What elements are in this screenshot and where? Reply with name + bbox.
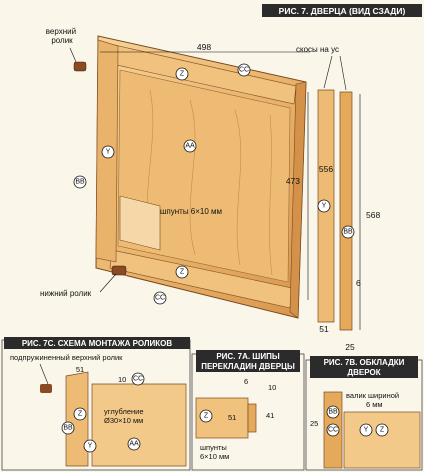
dim-cover-width: 25 xyxy=(345,342,355,352)
fig-c-caption: РИС. 7С. СХЕМА МОНТАЖА РОЛИКОВ xyxy=(22,339,173,348)
marker-z-top xyxy=(175,67,189,81)
fig-a-tenons-1: шпунты xyxy=(200,443,227,452)
svg-text:BB: BB xyxy=(63,425,73,432)
part-markers-main: Z CC AA Y BB Z CC Y BB xyxy=(73,63,355,305)
svg-text:Y: Y xyxy=(322,203,327,210)
fig-c-marker-bb xyxy=(61,421,75,435)
fig-a-d41: 41 xyxy=(266,411,274,420)
fig-c: РИС. 7С. СХЕМА МОНТАЖА РОЛИКОВ подпружин… xyxy=(1,337,191,471)
svg-text:CC: CC xyxy=(155,295,165,302)
marker-y-left xyxy=(101,145,115,159)
fig-a-caption-2: ПЕРЕКЛАДИН ДВЕРЦЫ xyxy=(201,362,295,371)
fig-c-d10: 10 xyxy=(118,375,126,384)
dim-height-frame: 473 xyxy=(286,176,300,186)
bottom-roller-label: нижний ролик xyxy=(40,289,92,298)
fig-a-marker-z xyxy=(199,409,213,423)
fig-a-d51: 51 xyxy=(228,413,236,422)
svg-text:Z: Z xyxy=(78,411,83,418)
svg-text:Z: Z xyxy=(180,269,185,276)
fig-b-marker-cc xyxy=(326,423,340,437)
right-edge xyxy=(289,81,307,319)
fig-b-caption-2: ДВЕРОК xyxy=(347,368,380,377)
fig-b-marker-z xyxy=(375,423,389,437)
svg-text:CC: CC xyxy=(239,67,249,74)
door-panel xyxy=(95,35,307,319)
fig-c-roller-icon xyxy=(40,384,52,393)
svg-text:Z: Z xyxy=(380,427,385,434)
dim-cover-length: 568 xyxy=(366,210,380,220)
fig-b: РИС. 7В. ОБКЛАДКИ ДВЕРОК валик шириной 6… xyxy=(305,356,423,471)
center-panel xyxy=(117,69,291,283)
fig-b-caption-1: РИС. 7В. ОБКЛАДКИ xyxy=(324,358,405,367)
fig-c-caption-bg xyxy=(4,337,190,349)
tenon-corner xyxy=(119,195,161,251)
bottom-roller-icon xyxy=(111,265,127,276)
svg-text:CC: CC xyxy=(328,427,338,434)
groove-label-2: Ø30×10 мм xyxy=(104,416,143,425)
fig-b-marker-y xyxy=(359,423,373,437)
svg-text:Y: Y xyxy=(106,149,111,156)
fig-a-caption-1: РИС. 7А. ШИПЫ xyxy=(216,352,280,361)
fig-b-panel xyxy=(343,411,421,469)
fig-c-marker-cc xyxy=(131,372,145,386)
dim-thickness: 6 xyxy=(356,278,361,288)
fig-b-caption-bg xyxy=(310,356,418,378)
fig-c-marker-y xyxy=(83,439,97,453)
fig-c-marker-z xyxy=(73,407,87,421)
groove-label-1: углубление xyxy=(104,407,144,416)
main-caption-bg xyxy=(262,4,422,17)
fig-b-marker-bb xyxy=(326,405,340,419)
fig-c-marker-aa xyxy=(127,437,141,451)
cover-strip xyxy=(339,91,353,331)
fig-a: РИС. 7А. ШИПЫ ПЕРЕКЛАДИН ДВЕРЦЫ 6 10 41 … xyxy=(191,350,305,471)
fig-c-rail xyxy=(91,383,187,467)
marker-cc-top xyxy=(237,63,251,77)
svg-text:CC: CC xyxy=(133,376,143,383)
spring-roller-label: подпружиненный верхний ролик xyxy=(10,353,123,362)
svg-text:BB: BB xyxy=(75,179,85,186)
dim-stile-length: 556 xyxy=(319,164,333,174)
marker-bb-side xyxy=(341,225,355,239)
side-parts xyxy=(317,89,353,331)
marker-z-bottom xyxy=(175,265,189,279)
marker-cc-bottom xyxy=(153,291,167,305)
fig-b-roller-2: 6 мм xyxy=(366,400,383,409)
fig-a-caption-bg xyxy=(196,350,300,372)
svg-text:Z: Z xyxy=(180,71,185,78)
marker-bb-left xyxy=(73,175,87,189)
main-caption: РИС. 7. ДВЕРЦА (ВИД СЗАДИ) xyxy=(279,6,406,16)
fig-a-tenons-2: 6×10 мм xyxy=(200,452,229,461)
dim-stile-width: 51 xyxy=(319,324,329,334)
fig-b-roller-1: валик шириной xyxy=(346,391,399,400)
svg-text:AA: AA xyxy=(129,441,139,448)
marker-y-side xyxy=(317,199,331,213)
top-roller-group: верхний ролик xyxy=(46,27,87,72)
svg-text:Y: Y xyxy=(88,443,93,450)
fig-c-d51: 51 xyxy=(76,365,84,374)
fig-a-tenon xyxy=(247,403,257,433)
top-roller-label: верхний ролик xyxy=(46,27,79,45)
fig-a-d10: 10 xyxy=(268,383,276,392)
dim-width: 498 xyxy=(197,42,211,52)
bottom-roller-group: нижний ролик xyxy=(40,265,127,298)
top-roller-icon xyxy=(73,61,87,72)
svg-text:AA: AA xyxy=(185,143,195,150)
miter-label: скосы на ус xyxy=(296,45,339,54)
svg-text:BB: BB xyxy=(343,229,353,236)
marker-aa xyxy=(183,139,197,153)
fig-a-d6: 6 xyxy=(244,377,248,386)
svg-text:Z: Z xyxy=(204,413,209,420)
svg-text:Y: Y xyxy=(364,427,369,434)
fig-b-d25: 25 xyxy=(310,419,318,428)
main-figure: РИС. 7. ДВЕРЦА (ВИД СЗАДИ) xyxy=(40,4,422,352)
tenons-label: шпунты 6×10 мм xyxy=(160,207,222,216)
svg-text:BB: BB xyxy=(328,409,338,416)
